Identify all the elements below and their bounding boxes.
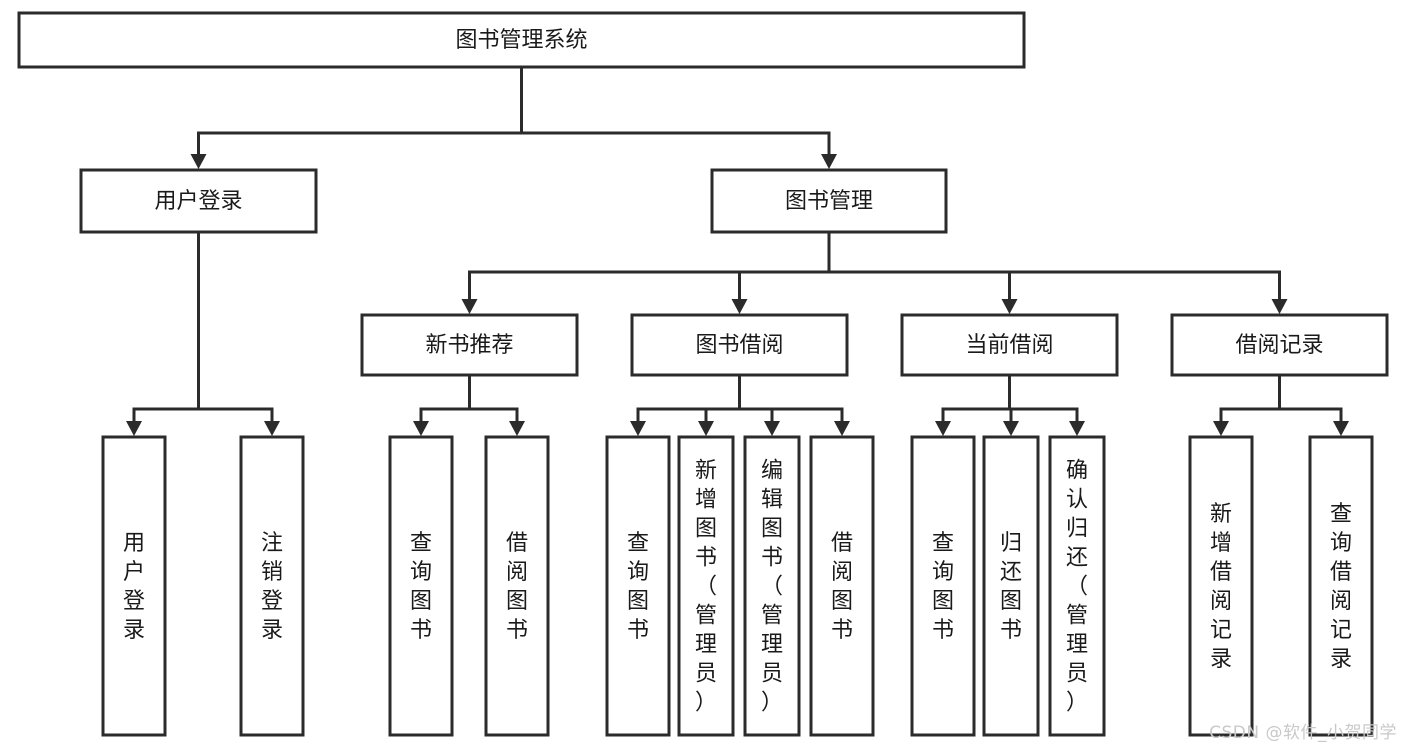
node-box[interactable] bbox=[360, 313, 579, 377]
node-label: 新增借阅记录 bbox=[1210, 502, 1232, 672]
connector-root-to-l1a bbox=[190, 67, 523, 169]
node-l1b[interactable]: 图书管理 bbox=[710, 168, 948, 234]
node-label: 查询图书 bbox=[932, 531, 954, 643]
node-leaf07[interactable]: 编辑图书（管理员） bbox=[743, 435, 801, 737]
connector-l2d-to-leaf12 bbox=[1213, 375, 1281, 436]
node-label: 用户登录 bbox=[123, 531, 145, 643]
watermark-text: CSDN @软件_小贺同学 bbox=[1209, 723, 1397, 743]
connector-l2b-to-leaf06 bbox=[698, 375, 741, 436]
connector-l1b-to-l2d bbox=[827, 232, 1288, 314]
node-leaf09[interactable]: 查询图书 bbox=[910, 435, 976, 737]
node-leaf05[interactable]: 查询图书 bbox=[605, 435, 671, 737]
node-box[interactable] bbox=[1170, 313, 1389, 377]
connector-root-to-l1b bbox=[520, 67, 837, 169]
arrow-head bbox=[731, 299, 748, 314]
arrow-head bbox=[1069, 421, 1085, 436]
connector-l1a-to-leaf01 bbox=[126, 232, 200, 436]
node-box[interactable] bbox=[101, 435, 167, 737]
node-box[interactable] bbox=[1308, 435, 1374, 737]
connector-l2a-to-leaf04 bbox=[468, 375, 525, 436]
node-leaf04[interactable]: 借阅图书 bbox=[484, 435, 550, 737]
node-label: 归还图书 bbox=[1000, 531, 1022, 643]
arrow-head bbox=[264, 421, 280, 436]
connector-l2c-to-leaf09 bbox=[935, 375, 1011, 436]
node-leaf06[interactable]: 新增图书（管理员） bbox=[677, 435, 735, 737]
arrow-head bbox=[630, 421, 646, 436]
arrow-head bbox=[1213, 421, 1229, 436]
connector-l2b-to-leaf05 bbox=[630, 375, 741, 436]
connector-layer bbox=[126, 67, 1349, 436]
arrow-head bbox=[461, 299, 478, 314]
node-label: 查询图书 bbox=[627, 531, 649, 643]
arrow-head bbox=[935, 421, 951, 436]
arrow-head bbox=[1333, 421, 1349, 436]
node-leaf11[interactable]: 确认归还（管理员） bbox=[1048, 435, 1106, 737]
connector-l2a-to-leaf03 bbox=[413, 375, 471, 436]
node-leaf03[interactable]: 查询图书 bbox=[388, 435, 454, 737]
arrow-head bbox=[126, 421, 142, 436]
node-box[interactable] bbox=[1048, 435, 1106, 737]
node-leaf10[interactable]: 归还图书 bbox=[982, 435, 1040, 737]
node-l2d[interactable]: 借阅记录 bbox=[1170, 313, 1389, 377]
node-root[interactable]: 图书管理系统 bbox=[17, 11, 1026, 69]
connector-l2b-to-leaf08 bbox=[738, 375, 850, 436]
arrow-head bbox=[764, 421, 780, 436]
node-box[interactable] bbox=[710, 168, 948, 234]
node-label: 当前借阅 bbox=[965, 333, 1053, 358]
node-label: 借阅记录 bbox=[1235, 333, 1323, 358]
node-leaf08[interactable]: 借阅图书 bbox=[809, 435, 875, 737]
arrow-head bbox=[834, 421, 850, 436]
node-box[interactable] bbox=[605, 435, 671, 737]
arrow-head bbox=[698, 421, 714, 436]
arrow-head bbox=[821, 154, 837, 169]
node-box[interactable] bbox=[17, 11, 1026, 69]
connector-l2c-to-leaf11 bbox=[1008, 375, 1085, 436]
node-box[interactable] bbox=[79, 168, 318, 234]
arrow-head bbox=[509, 421, 525, 436]
node-label: 新增图书（管理员） bbox=[695, 459, 717, 716]
node-label: 借阅图书 bbox=[506, 531, 528, 643]
node-label: 编辑图书（管理员） bbox=[761, 459, 783, 716]
connector-l2b-to-leaf07 bbox=[738, 375, 780, 436]
node-label: 借阅图书 bbox=[831, 531, 853, 643]
connector-l1b-to-l2b bbox=[731, 232, 831, 314]
node-leaf13[interactable]: 查询借阅记录 bbox=[1308, 435, 1374, 737]
node-box[interactable] bbox=[743, 435, 801, 737]
node-box[interactable] bbox=[484, 435, 550, 737]
node-label: 图书借阅 bbox=[695, 333, 783, 358]
node-label: 新书推荐 bbox=[425, 333, 513, 358]
connector-l2d-to-leaf13 bbox=[1278, 375, 1349, 436]
node-label: 用户登录 bbox=[154, 189, 242, 214]
node-label: 确认归还（管理员） bbox=[1066, 459, 1088, 716]
node-l2b[interactable]: 图书借阅 bbox=[630, 313, 849, 377]
arrow-head bbox=[1271, 299, 1288, 314]
node-layer: 图书管理系统用户登录图书管理新书推荐图书借阅当前借阅借阅记录用户登录注销登录查询… bbox=[17, 11, 1389, 737]
node-label: 查询借阅记录 bbox=[1330, 502, 1352, 672]
arrow-head bbox=[190, 154, 207, 169]
node-l2a[interactable]: 新书推荐 bbox=[360, 313, 579, 377]
node-label: 查询图书 bbox=[410, 531, 432, 643]
node-label: 图书管理 bbox=[785, 189, 873, 214]
node-label: 图书管理系统 bbox=[455, 28, 587, 53]
node-box[interactable] bbox=[982, 435, 1040, 737]
node-box[interactable] bbox=[910, 435, 976, 737]
node-box[interactable] bbox=[677, 435, 735, 737]
node-box[interactable] bbox=[630, 313, 849, 377]
arrow-head bbox=[1001, 299, 1018, 314]
node-leaf01[interactable]: 用户登录 bbox=[101, 435, 167, 737]
node-l2c[interactable]: 当前借阅 bbox=[900, 313, 1119, 377]
node-box[interactable] bbox=[900, 313, 1119, 377]
node-label: 注销登录 bbox=[261, 531, 283, 643]
arrow-head bbox=[1003, 421, 1019, 436]
node-leaf02[interactable]: 注销登录 bbox=[239, 435, 305, 737]
node-leaf12[interactable]: 新增借阅记录 bbox=[1188, 435, 1254, 737]
node-box[interactable] bbox=[388, 435, 454, 737]
arrow-head bbox=[413, 421, 429, 436]
node-box[interactable] bbox=[1188, 435, 1254, 737]
connector-l1a-to-leaf02 bbox=[197, 232, 280, 436]
node-l1a[interactable]: 用户登录 bbox=[79, 168, 318, 234]
node-box[interactable] bbox=[809, 435, 875, 737]
node-box[interactable] bbox=[239, 435, 305, 737]
